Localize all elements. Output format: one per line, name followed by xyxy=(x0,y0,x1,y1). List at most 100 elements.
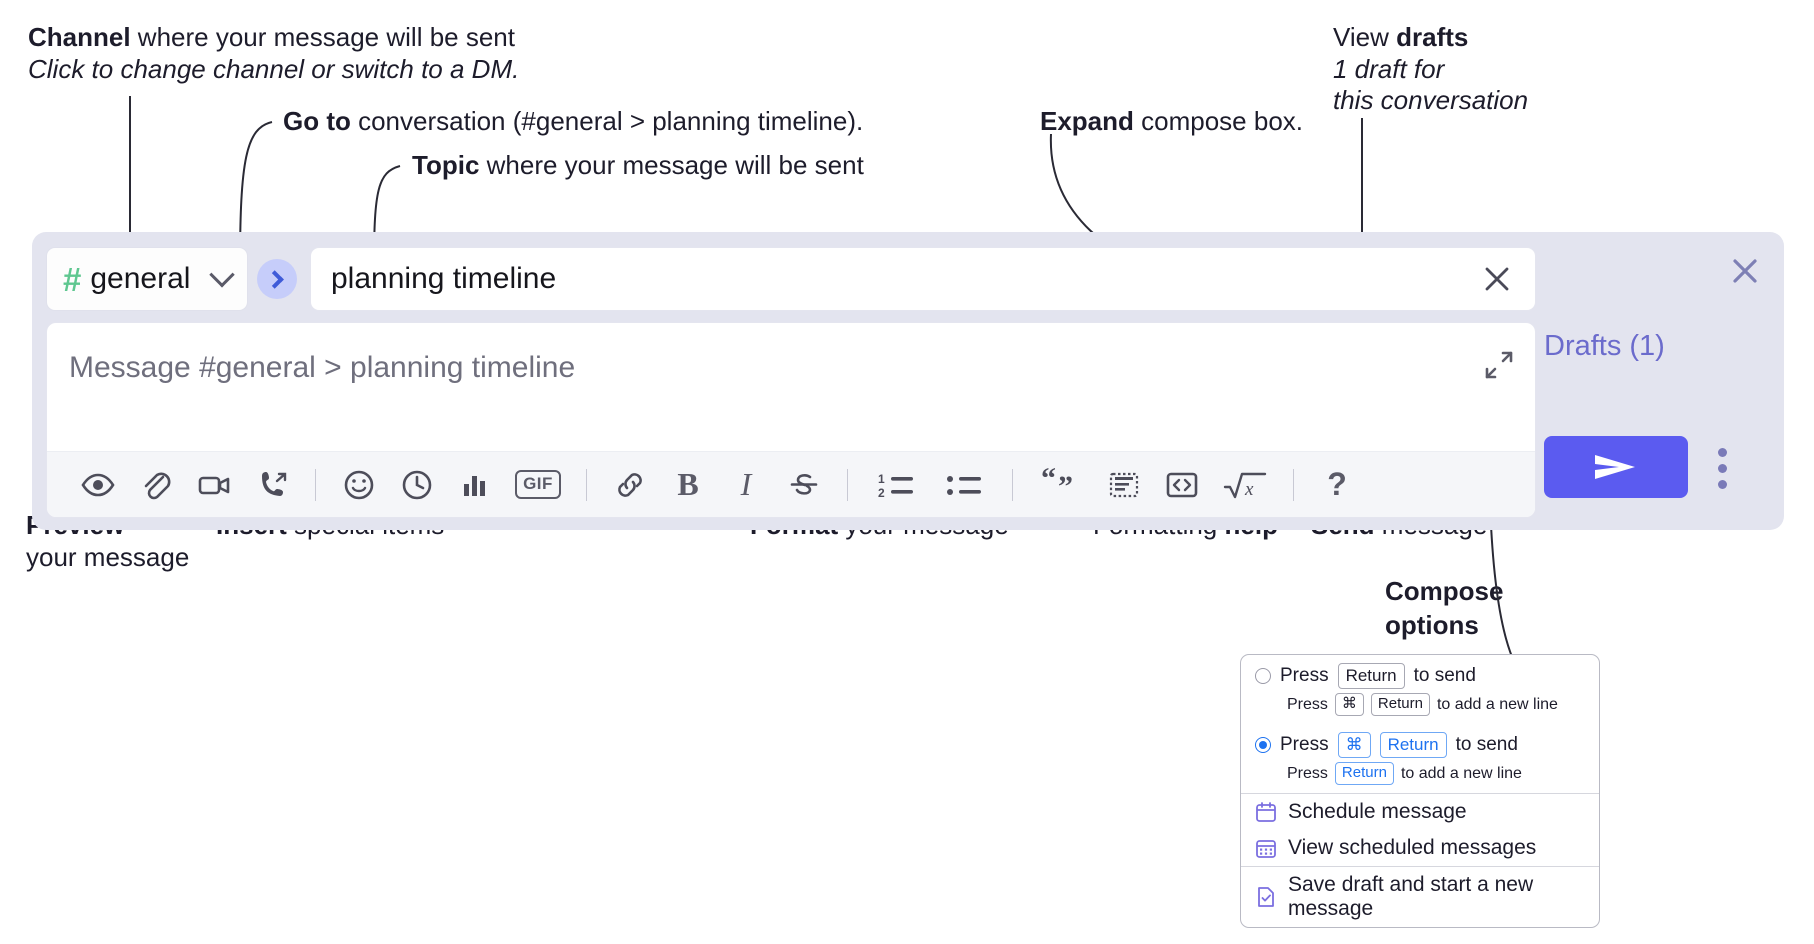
annotation-drafts-prefix: View xyxy=(1333,22,1397,52)
menu-option-press-cmd-return[interactable]: Press ⌘ Return to send xyxy=(1241,724,1599,761)
menu-option-press-return[interactable]: Press Return to send xyxy=(1241,655,1599,692)
file-check-icon xyxy=(1258,887,1274,907)
blockquote-button[interactable]: “ ” xyxy=(1027,460,1095,510)
bold-icon: B xyxy=(677,466,699,502)
message-placeholder: Message #general > planning timeline xyxy=(69,351,576,384)
menu-divider xyxy=(1241,866,1599,867)
gif-icon: GIF xyxy=(515,470,561,499)
key-return: Return xyxy=(1337,663,1405,690)
inline-code-button[interactable] xyxy=(1153,460,1211,510)
menu-item-save-draft[interactable]: Save draft and start a new message xyxy=(1241,867,1599,927)
latex-button[interactable]: x xyxy=(1211,460,1279,510)
toolbar-separator-1 xyxy=(315,468,316,501)
formatting-toolbar: GIF B I xyxy=(47,451,1535,517)
expand-compose-button[interactable] xyxy=(1479,345,1519,385)
menu-option-press-cmd-return-sub: Press Return to add a new line xyxy=(1241,761,1599,793)
topic-clear-button[interactable] xyxy=(1477,259,1517,299)
chevron-down-icon xyxy=(209,262,235,288)
emoji-button[interactable] xyxy=(330,460,388,510)
poll-button[interactable] xyxy=(446,460,504,510)
toolbar-separator-2 xyxy=(586,468,587,501)
svg-text:“: “ xyxy=(1041,466,1056,495)
compose-panel: # general planning timeline Messag xyxy=(32,232,1784,530)
gif-button[interactable]: GIF xyxy=(504,460,572,510)
strikethrough-button[interactable] xyxy=(775,460,833,510)
bar-chart-icon xyxy=(464,475,485,496)
video-clip-button[interactable] xyxy=(185,460,243,510)
italic-button[interactable]: I xyxy=(717,460,775,510)
option-cmd-sub-suffix: to add a new line xyxy=(1400,764,1522,782)
compose-target-row: # general planning timeline xyxy=(46,246,1536,312)
svg-text:”: ” xyxy=(1058,470,1073,503)
option-cmd-prefix: Press xyxy=(1280,734,1329,756)
vertical-ellipsis-dot xyxy=(1717,479,1727,489)
annotation-topic-rest: where your message will be sent xyxy=(479,150,864,180)
annotation-channel: Channel where your message will be sent … xyxy=(28,22,519,85)
italic-icon: I xyxy=(740,466,752,502)
clock-icon xyxy=(402,470,432,499)
menu-option-press-return-sub: Press ⌘ Return to add a new line xyxy=(1241,692,1599,724)
compose-options-button[interactable] xyxy=(1710,440,1734,496)
annotation-expand: Expand compose box. xyxy=(1040,106,1303,138)
key-return: Return xyxy=(1334,762,1394,785)
svg-text:x: x xyxy=(1244,479,1254,500)
expand-diagonal-icon xyxy=(1485,351,1513,379)
numbered-list-icon: 1 2 xyxy=(878,472,913,500)
annotation-drafts: View drafts 1 draft for this conversatio… xyxy=(1333,22,1528,117)
channel-selector[interactable]: # general xyxy=(46,247,248,311)
calendar-icon xyxy=(1256,802,1276,822)
close-icon xyxy=(1485,267,1509,291)
compose-inner: # general planning timeline Messag xyxy=(46,246,1536,518)
formatting-help-button[interactable]: ? xyxy=(1308,460,1366,510)
bold-button[interactable]: B xyxy=(659,460,717,510)
topic-value: planning timeline xyxy=(331,262,557,295)
menu-item-label: Schedule message xyxy=(1288,800,1467,823)
menu-item-view-scheduled-messages[interactable]: View scheduled messages xyxy=(1241,830,1599,866)
link-icon xyxy=(618,472,642,497)
option-cmd-suffix: to send xyxy=(1455,734,1518,756)
annotation-channel-italic: Click to change channel or switch to a D… xyxy=(28,53,520,84)
menu-divider xyxy=(1241,793,1599,794)
link-button[interactable] xyxy=(601,460,659,510)
chevron-right-icon xyxy=(264,269,284,289)
svg-text:1: 1 xyxy=(878,472,885,486)
video-camera-icon xyxy=(198,476,230,494)
reminder-button[interactable] xyxy=(388,460,446,510)
send-paper-plane-icon xyxy=(1595,455,1635,479)
quote-icon: “ ” xyxy=(1041,466,1073,503)
radio-unselected-icon xyxy=(1255,668,1271,685)
menu-item-schedule-message[interactable]: Schedule message xyxy=(1241,794,1599,830)
topic-field[interactable]: planning timeline xyxy=(310,247,1536,311)
close-icon xyxy=(1733,259,1757,283)
option-enter-sub-suffix: to add a new line xyxy=(1436,695,1558,713)
audio-clip-button[interactable] xyxy=(243,460,301,510)
smiley-icon xyxy=(344,470,374,499)
menu-item-label: View scheduled messages xyxy=(1288,836,1537,859)
toolbar-separator-3 xyxy=(847,468,848,501)
question-mark-icon: ? xyxy=(1327,466,1347,502)
phone-arrow-icon xyxy=(262,471,287,496)
annotation-drafts-italic-1: 1 draft for xyxy=(1333,53,1445,84)
toolbar-separator-4 xyxy=(1012,468,1013,501)
ordered-list-button[interactable]: 1 2 xyxy=(862,460,930,510)
annotation-channel-bold: Channel xyxy=(28,22,131,52)
toolbar-separator-5 xyxy=(1293,468,1294,501)
key-return: Return xyxy=(1370,693,1430,716)
attach-file-button[interactable] xyxy=(127,460,185,510)
option-enter-prefix: Press xyxy=(1280,665,1329,687)
option-enter-sub-prefix: Press xyxy=(1287,695,1328,713)
code-block-button[interactable] xyxy=(1095,460,1153,510)
message-input-box[interactable]: Message #general > planning timeline xyxy=(46,322,1536,518)
vertical-ellipsis-dot xyxy=(1717,447,1727,457)
svg-text:2: 2 xyxy=(878,486,885,500)
bulleted-list-button[interactable] xyxy=(930,460,998,510)
annotation-compose-options-line1: Compose xyxy=(1385,576,1504,606)
code-block-icon xyxy=(1109,472,1139,497)
preview-button[interactable] xyxy=(69,460,127,510)
send-button[interactable] xyxy=(1544,436,1688,498)
drafts-link[interactable]: Drafts (1) xyxy=(1544,330,1665,362)
hash-icon: # xyxy=(63,260,81,298)
compose-panel-close-button[interactable] xyxy=(1724,250,1766,292)
goto-conversation-button[interactable] xyxy=(257,259,297,299)
eye-icon xyxy=(81,473,115,496)
